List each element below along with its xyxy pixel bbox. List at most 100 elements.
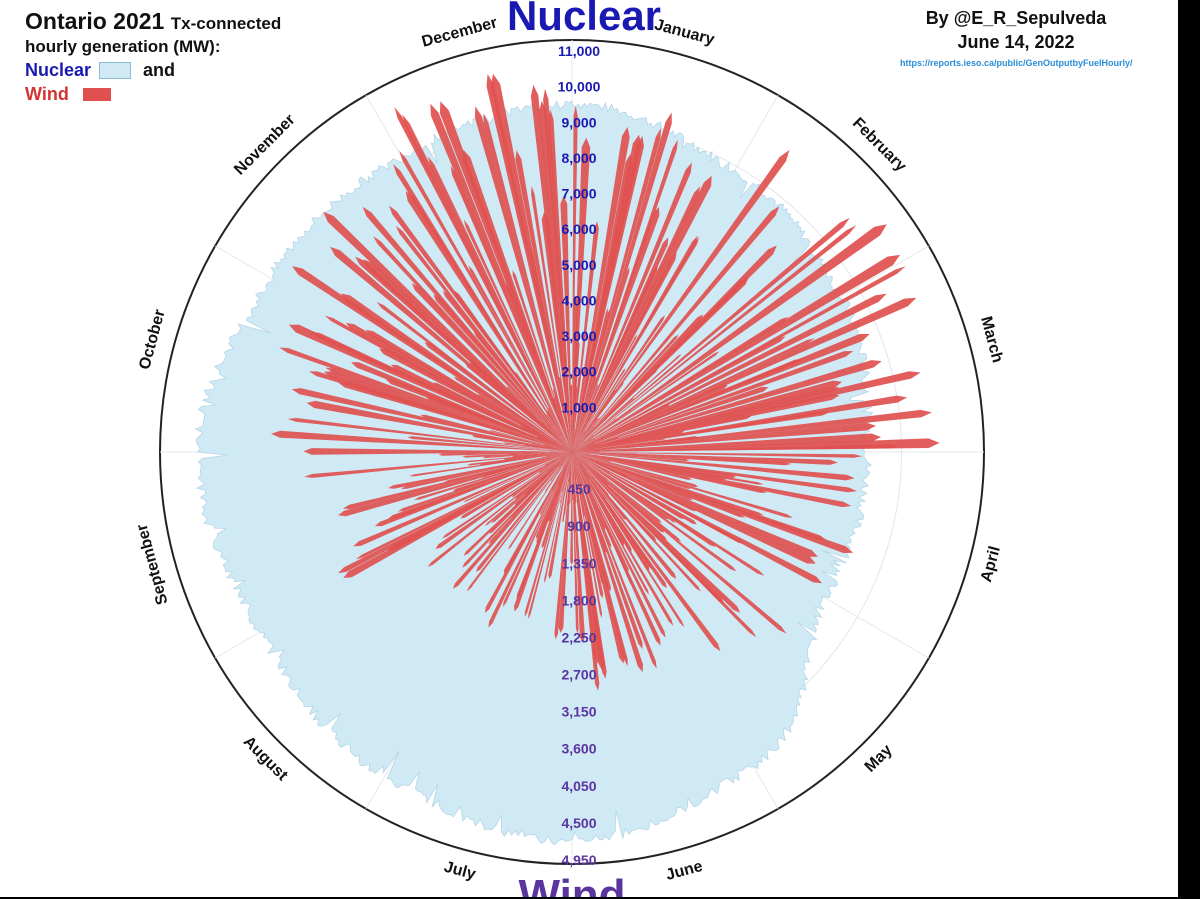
- wind-spike: [572, 443, 595, 452]
- wind-spike: [388, 452, 572, 489]
- wind-spike: [572, 452, 609, 486]
- wind-spike: [433, 294, 572, 452]
- wind-spike: [572, 452, 787, 634]
- wind-spike: [572, 452, 577, 466]
- wind-spike: [568, 452, 572, 465]
- wind-spike: [570, 445, 572, 452]
- wind-spike: [572, 217, 850, 452]
- wind-spike: [567, 452, 572, 457]
- wind-spike: [572, 452, 685, 520]
- wind-spike: [572, 434, 594, 452]
- wind-spike: [572, 386, 840, 452]
- source-link[interactable]: https://reports.ieso.ca/public/GenOutput…: [900, 58, 1133, 68]
- wind-spike: [572, 437, 619, 452]
- wind-spike: [373, 236, 572, 452]
- wind-spike: [570, 452, 573, 565]
- wind-spike: [553, 398, 572, 452]
- wind-spike: [405, 191, 572, 452]
- wind-spike: [438, 452, 572, 456]
- wind-tick-label: 1,350: [561, 555, 596, 571]
- wind-spike: [572, 206, 780, 452]
- wind-spike: [484, 452, 572, 613]
- wind-spike: [572, 293, 887, 452]
- chart-title-block: Ontario 2021 Tx-connected hourly generat…: [25, 8, 281, 105]
- wind-spike: [572, 452, 685, 628]
- wind-spike: [323, 211, 572, 452]
- wind-spike: [427, 156, 572, 452]
- wind-spike: [539, 452, 572, 473]
- wind-spike: [572, 452, 854, 554]
- wind-spike: [547, 410, 572, 452]
- wind-spike: [572, 175, 712, 452]
- wind-spike: [393, 164, 572, 452]
- wind-spike: [554, 439, 572, 452]
- wind-spike: [572, 452, 611, 462]
- nuclear-tick-label: 9,000: [561, 114, 596, 130]
- wind-spike: [551, 452, 572, 491]
- wind-spike: [463, 219, 572, 452]
- wind-spike: [572, 128, 661, 452]
- wind-spike: [567, 442, 572, 452]
- wind-spike: [544, 452, 572, 465]
- wind-spike: [572, 452, 667, 541]
- wind-spike: [491, 452, 572, 524]
- wind-spike: [374, 452, 572, 527]
- wind-spike: [572, 452, 676, 524]
- wind-spike: [572, 452, 745, 518]
- wind-spike: [545, 452, 572, 457]
- wind-spike: [572, 452, 699, 488]
- wind-spike: [572, 316, 789, 452]
- wind-spike: [514, 452, 572, 506]
- legend-wind-label: Wind: [25, 84, 69, 104]
- wind-spike: [572, 438, 667, 452]
- wind-spike: [572, 452, 727, 481]
- wind-spike: [572, 369, 658, 452]
- wind-spike: [572, 376, 597, 452]
- nuclear-tick-label: 1,000: [561, 399, 596, 415]
- wind-tick-label: 4,500: [561, 815, 596, 831]
- wind-spike: [558, 452, 572, 468]
- legend-nuclear-row: Nuclear and: [25, 60, 281, 81]
- wind-spike: [572, 126, 630, 453]
- wind-spike: [460, 452, 572, 519]
- wind-spike: [572, 422, 876, 452]
- wind-spike: [572, 235, 698, 452]
- wind-spike: [397, 452, 572, 512]
- wind-spike: [572, 452, 666, 638]
- wind-spike: [572, 452, 628, 667]
- wind-series: [271, 73, 940, 691]
- wind-spike: [572, 452, 611, 592]
- wind-spike: [477, 393, 572, 452]
- wind-spike: [474, 106, 572, 453]
- wind-spike: [530, 84, 572, 452]
- wind-spike: [572, 452, 625, 511]
- wind-spike: [561, 452, 572, 460]
- wind-spike: [514, 452, 572, 612]
- wind-spike: [506, 385, 572, 452]
- wind-spike: [292, 266, 572, 452]
- wind-spike: [324, 315, 572, 452]
- wind-spike: [543, 88, 572, 452]
- wind-spike: [468, 265, 572, 452]
- wind-spike: [572, 380, 843, 452]
- wind-spike: [572, 368, 626, 452]
- wind-spike: [572, 418, 599, 452]
- wind-spike: [572, 452, 595, 458]
- wind-spike: [572, 444, 900, 452]
- wind-spike: [572, 441, 585, 452]
- wind-spike: [508, 452, 572, 454]
- wind-spike: [484, 452, 572, 526]
- wind-spike: [572, 452, 696, 512]
- nuclear-tick-label: 2,000: [561, 364, 596, 380]
- credit-date: June 14, 2022: [957, 32, 1075, 52]
- wind-spike: [365, 329, 572, 452]
- wind-spike: [511, 452, 572, 498]
- wind-spike: [341, 293, 572, 452]
- wind-spike: [571, 437, 572, 452]
- wind-spike: [530, 247, 572, 452]
- wind-spike: [572, 452, 609, 496]
- wind-spike: [386, 379, 572, 452]
- wind-spike: [572, 371, 921, 452]
- author-credit: By @E_R_Sepulveda: [925, 8, 1107, 28]
- title-small: Tx-connected: [170, 14, 282, 33]
